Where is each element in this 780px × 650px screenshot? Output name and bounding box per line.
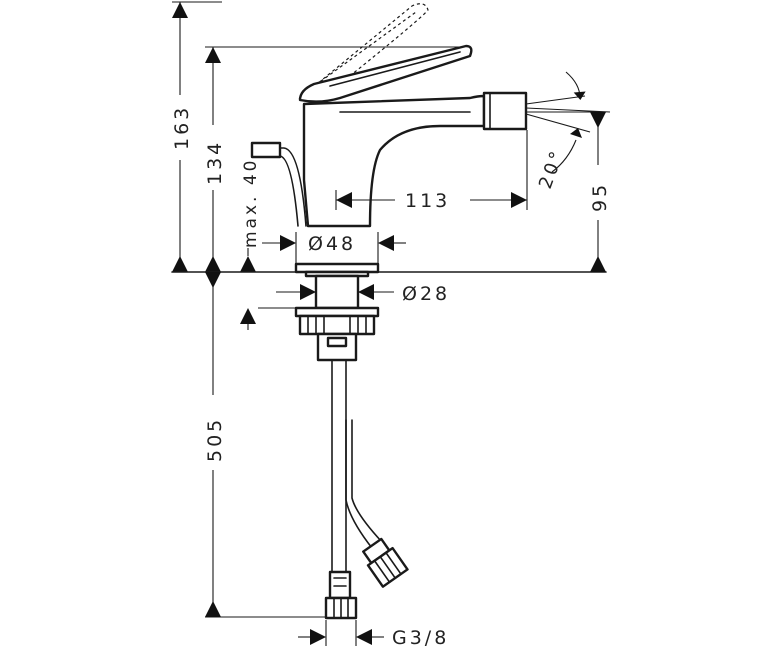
- dimension-113-label: 113: [405, 190, 450, 212]
- dimension-95-label: 95: [589, 182, 611, 212]
- dimension-163: 163: [171, 1, 222, 272]
- dimension-95: 95: [526, 111, 611, 272]
- dimension-163-label: 163: [171, 105, 193, 150]
- dimension-505-label: 505: [204, 417, 226, 462]
- dimension-diameter-48: Ø48: [262, 232, 406, 264]
- lever-alternate-position: [298, 3, 429, 101]
- threaded-shank-and-nut: [258, 274, 380, 362]
- dimension-diameter-28: Ø28: [276, 283, 450, 305]
- dimension-diameter-28-label: Ø28: [402, 283, 450, 305]
- rod-position-arrow: [240, 308, 256, 324]
- dimension-max-40: max. 40: [240, 158, 261, 272]
- dimension-diameter-48-label: Ø48: [308, 233, 356, 255]
- dimension-max-40-label: max. 40: [241, 158, 261, 248]
- dimension-113: 113: [335, 130, 528, 212]
- spray-angle-label: 20°: [535, 146, 569, 192]
- supply-hoses: [324, 359, 409, 620]
- dimension-g3-8: G3/8: [298, 620, 449, 649]
- spray-angle-indicator: 20°: [525, 71, 611, 192]
- dimension-134: 134: [204, 46, 470, 272]
- dimension-134-label: 134: [204, 140, 226, 185]
- dimension-505: 505: [204, 272, 326, 618]
- dimension-g3-8-label: G3/8: [392, 627, 449, 649]
